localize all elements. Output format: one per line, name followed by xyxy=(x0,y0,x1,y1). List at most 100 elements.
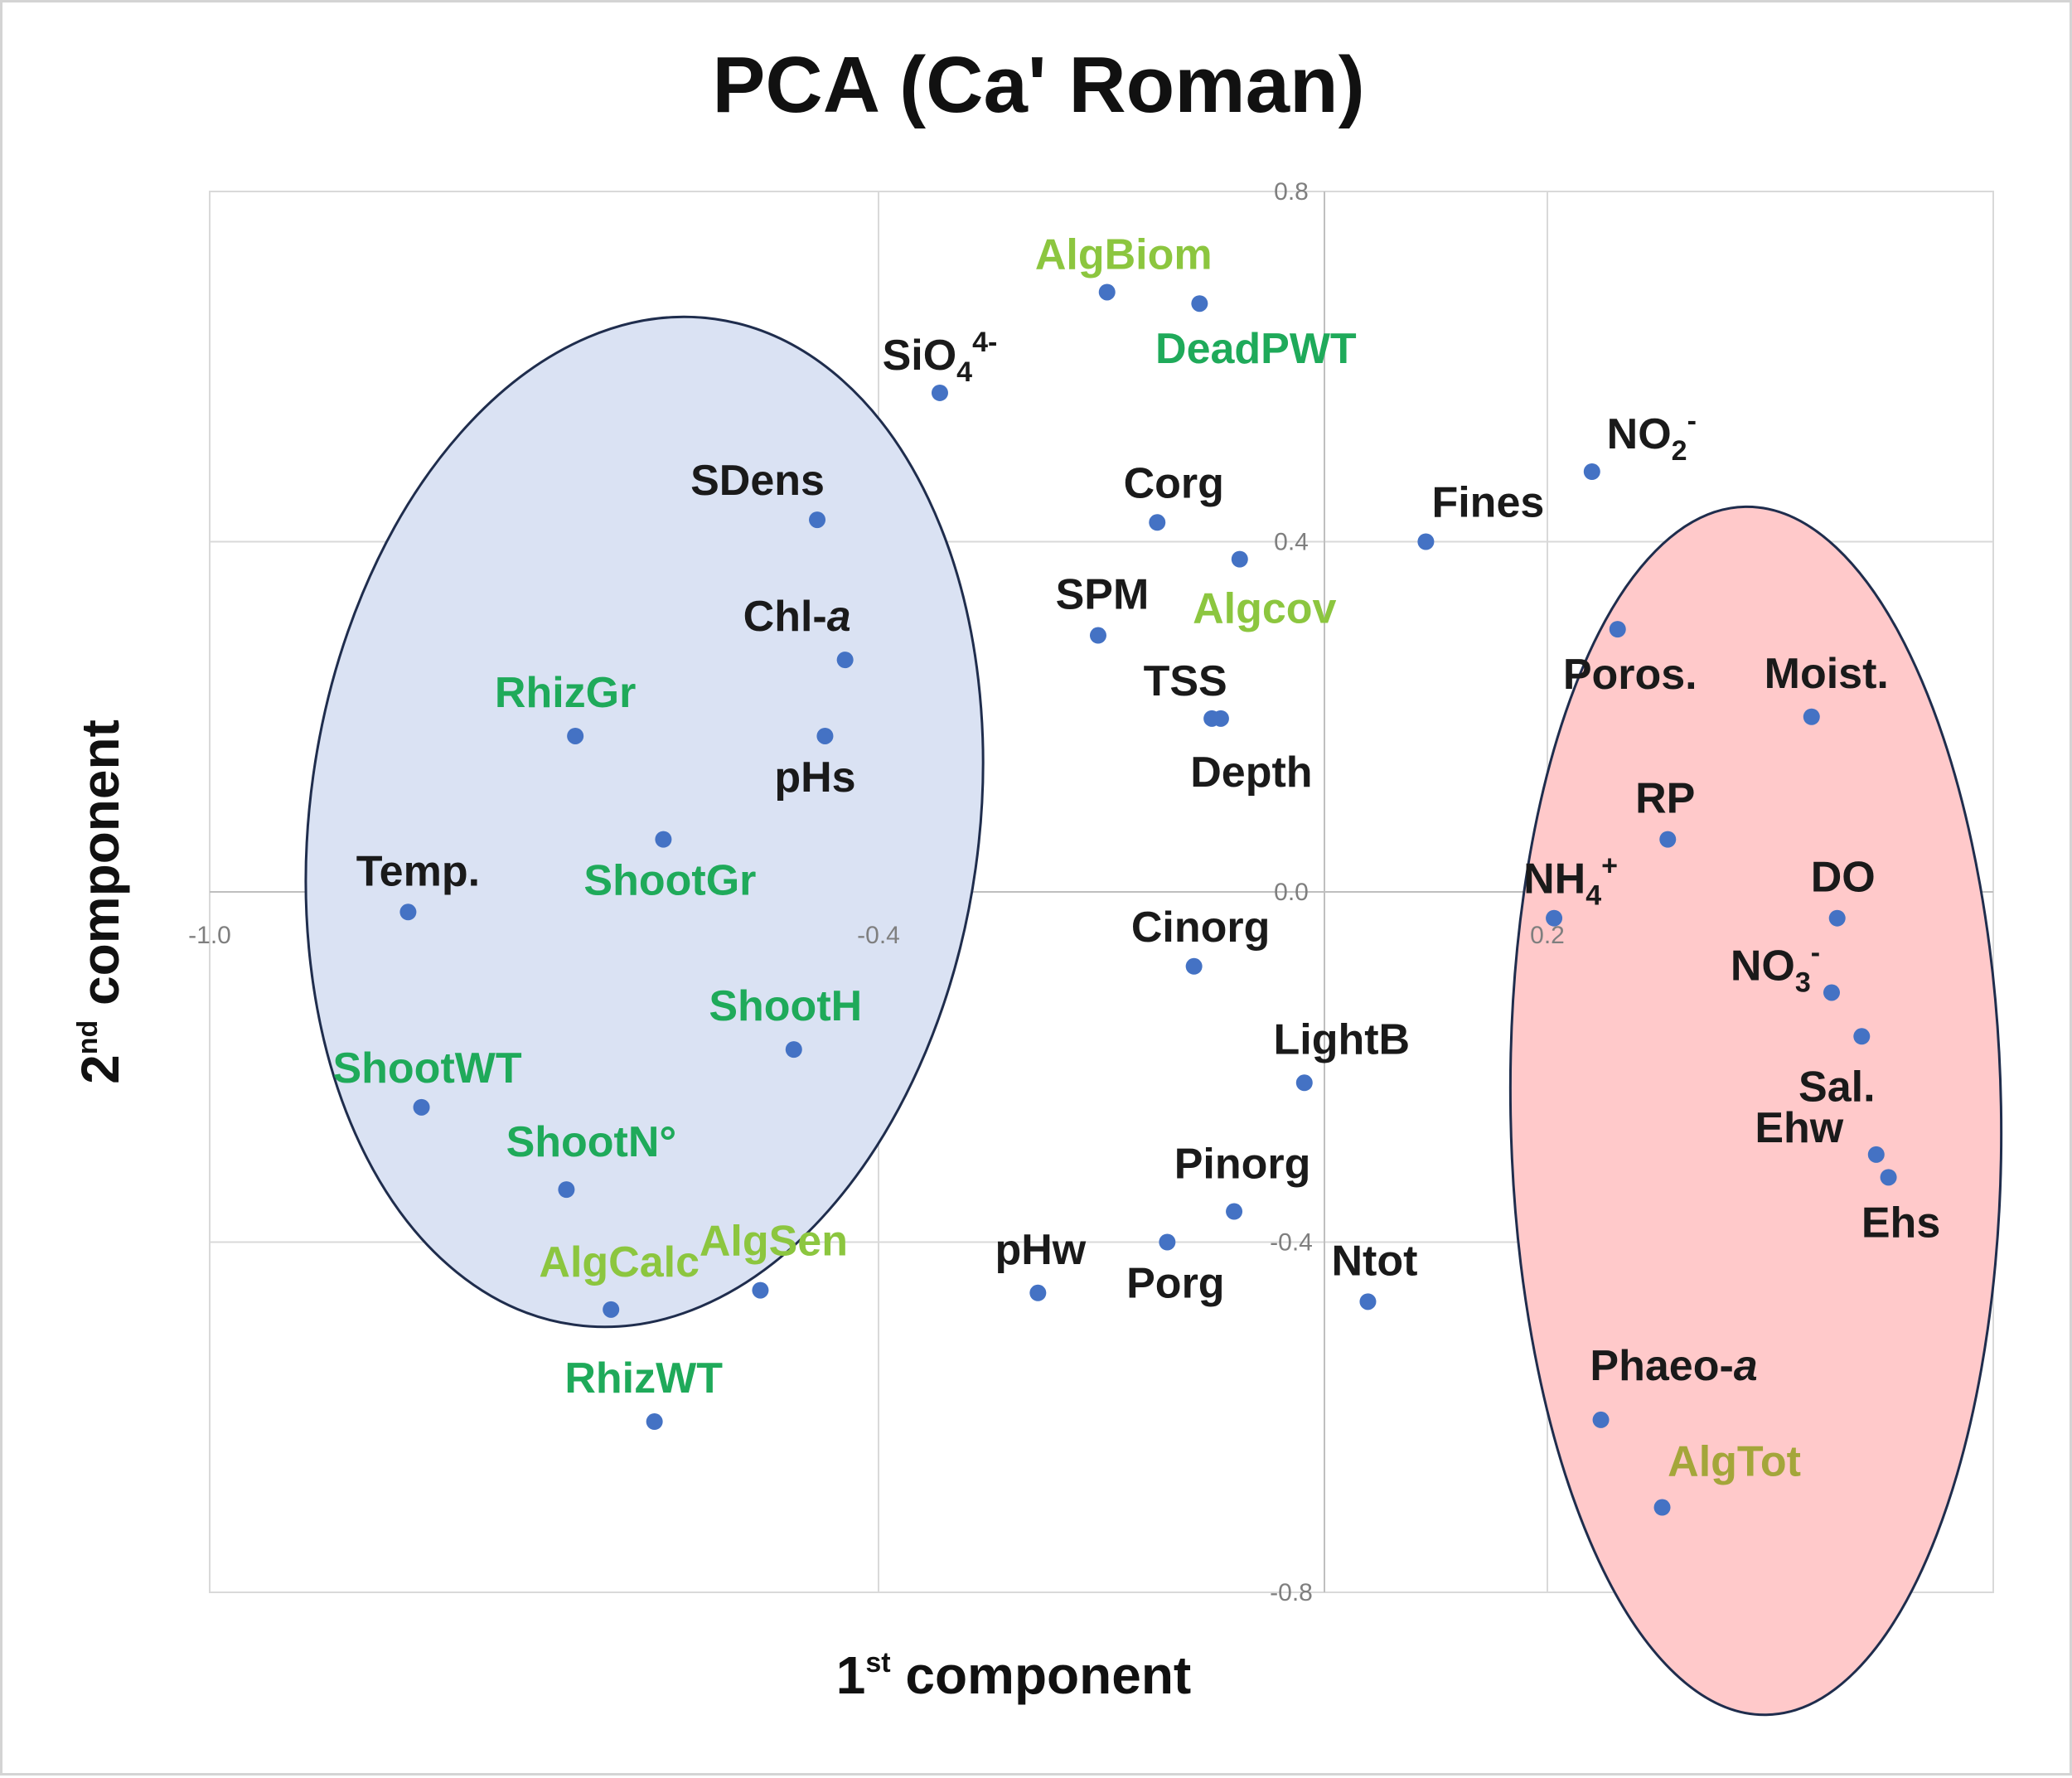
point-label: NH4+ xyxy=(1523,850,1618,912)
point-label-italic: a xyxy=(827,593,851,641)
chart-title: PCA (Ca' Roman) xyxy=(712,41,1364,129)
point-label: ShootN° xyxy=(506,1118,677,1166)
point-label: SDens xyxy=(690,457,825,505)
point-label: DeadPWT xyxy=(1155,325,1357,373)
point-label: Pinorg xyxy=(1174,1141,1311,1189)
point-label: AlgCalc xyxy=(539,1238,700,1286)
y-tick-label: 0.4 xyxy=(1274,529,1309,556)
point-label-text: AlgSen xyxy=(700,1218,848,1266)
point-label-text: NO xyxy=(1607,410,1672,458)
data-point xyxy=(558,1181,575,1199)
point-label: NO3- xyxy=(1731,937,1820,998)
point-label-text: ShootN° xyxy=(506,1118,677,1166)
data-point xyxy=(1191,295,1208,312)
data-point xyxy=(1546,909,1563,927)
point-label: LightB xyxy=(1273,1015,1410,1063)
data-point xyxy=(1828,909,1846,927)
data-point xyxy=(752,1281,769,1299)
point-label-text: DeadPWT xyxy=(1155,325,1357,373)
point-label-text: Ntot xyxy=(1331,1237,1417,1285)
data-point xyxy=(1295,1074,1313,1092)
point-label: Depth xyxy=(1190,749,1312,797)
point-label-sub: 4 xyxy=(1585,880,1601,912)
x-axis-title: 1st component xyxy=(836,1645,1191,1705)
point-label-text: LightB xyxy=(1273,1015,1410,1063)
data-point xyxy=(655,831,672,848)
point-label-text: RhizGr xyxy=(495,669,636,717)
right-cluster xyxy=(1508,505,2003,1717)
point-label-sup: - xyxy=(1811,937,1820,968)
data-point xyxy=(1417,533,1435,550)
point-label: ShootGr xyxy=(583,857,756,905)
data-point xyxy=(1609,621,1626,638)
data-point xyxy=(1149,514,1166,531)
point-label: AlgTot xyxy=(1668,1438,1801,1486)
y-axis-title-rest: component xyxy=(70,719,130,1020)
data-point xyxy=(1231,550,1248,568)
point-label: Cinorg xyxy=(1131,904,1271,952)
y-axis-title-sup: nd xyxy=(72,1020,104,1055)
x-axis-title-base: 1 xyxy=(836,1645,866,1705)
x-tick-label: 0.2 xyxy=(1530,922,1565,949)
point-label: Ehs xyxy=(1861,1199,1940,1247)
point-label-text: RP xyxy=(1635,775,1695,823)
y-axis-title-base: 2 xyxy=(70,1054,130,1084)
point-label: Poros. xyxy=(1563,651,1697,699)
data-point xyxy=(603,1301,620,1318)
data-point xyxy=(809,511,826,529)
point-label: NO2- xyxy=(1607,405,1697,467)
point-label-sup: 4- xyxy=(972,327,997,358)
data-point xyxy=(1359,1293,1377,1310)
point-label: Fines xyxy=(1431,479,1544,527)
point-label: SiO44- xyxy=(883,327,998,388)
cluster-ellipses xyxy=(304,315,2003,1717)
point-label-text: pHs xyxy=(774,753,855,802)
point-label: AlgBiom xyxy=(1035,230,1213,279)
point-label: Corg xyxy=(1124,459,1224,507)
data-point xyxy=(785,1041,802,1059)
y-tick-label: 0.8 xyxy=(1274,178,1309,206)
point-label: DO xyxy=(1811,854,1876,902)
data-point xyxy=(1212,710,1229,727)
point-label-text: SDens xyxy=(690,457,825,505)
point-label-text: AlgCalc xyxy=(539,1238,700,1286)
point-label-sub: 2 xyxy=(1672,435,1687,467)
point-label: Porg xyxy=(1126,1260,1224,1308)
point-label: Ehw xyxy=(1755,1104,1843,1152)
point-label-italic: a xyxy=(1734,1342,1758,1390)
point-label-text: Cinorg xyxy=(1131,904,1271,952)
x-tick-label: -1.0 xyxy=(188,922,231,949)
point-label-text: DO xyxy=(1811,854,1876,902)
point-label-text: Corg xyxy=(1124,459,1224,507)
data-point xyxy=(1653,1499,1671,1516)
data-point xyxy=(567,727,584,744)
data-point xyxy=(1029,1284,1047,1301)
point-label: pHs xyxy=(774,753,855,802)
point-label-text: ShootH xyxy=(709,982,862,1030)
point-label-text: AlgBiom xyxy=(1035,230,1213,279)
data-points xyxy=(399,283,1897,1516)
data-point xyxy=(1159,1233,1176,1251)
x-axis-title-sup: st xyxy=(865,1647,890,1679)
point-label: Ntot xyxy=(1331,1237,1417,1285)
point-label-text: Sal. xyxy=(1798,1063,1876,1111)
point-label: RP xyxy=(1635,775,1695,823)
point-label-sub: 3 xyxy=(1795,967,1811,998)
data-point xyxy=(646,1413,663,1431)
point-label-sub: 4 xyxy=(956,356,972,388)
data-point xyxy=(413,1098,430,1116)
data-point xyxy=(399,904,417,921)
point-label: SPM xyxy=(1056,571,1150,619)
point-label-text: SPM xyxy=(1056,571,1150,619)
y-axis-title: 2nd component xyxy=(70,719,130,1084)
data-point xyxy=(1853,1028,1871,1045)
point-label-text: Depth xyxy=(1190,749,1312,797)
data-point xyxy=(1226,1203,1243,1220)
point-label-text: NH xyxy=(1523,855,1585,904)
point-label-text: Moist. xyxy=(1765,650,1889,698)
point-label-text: SiO xyxy=(883,332,957,380)
